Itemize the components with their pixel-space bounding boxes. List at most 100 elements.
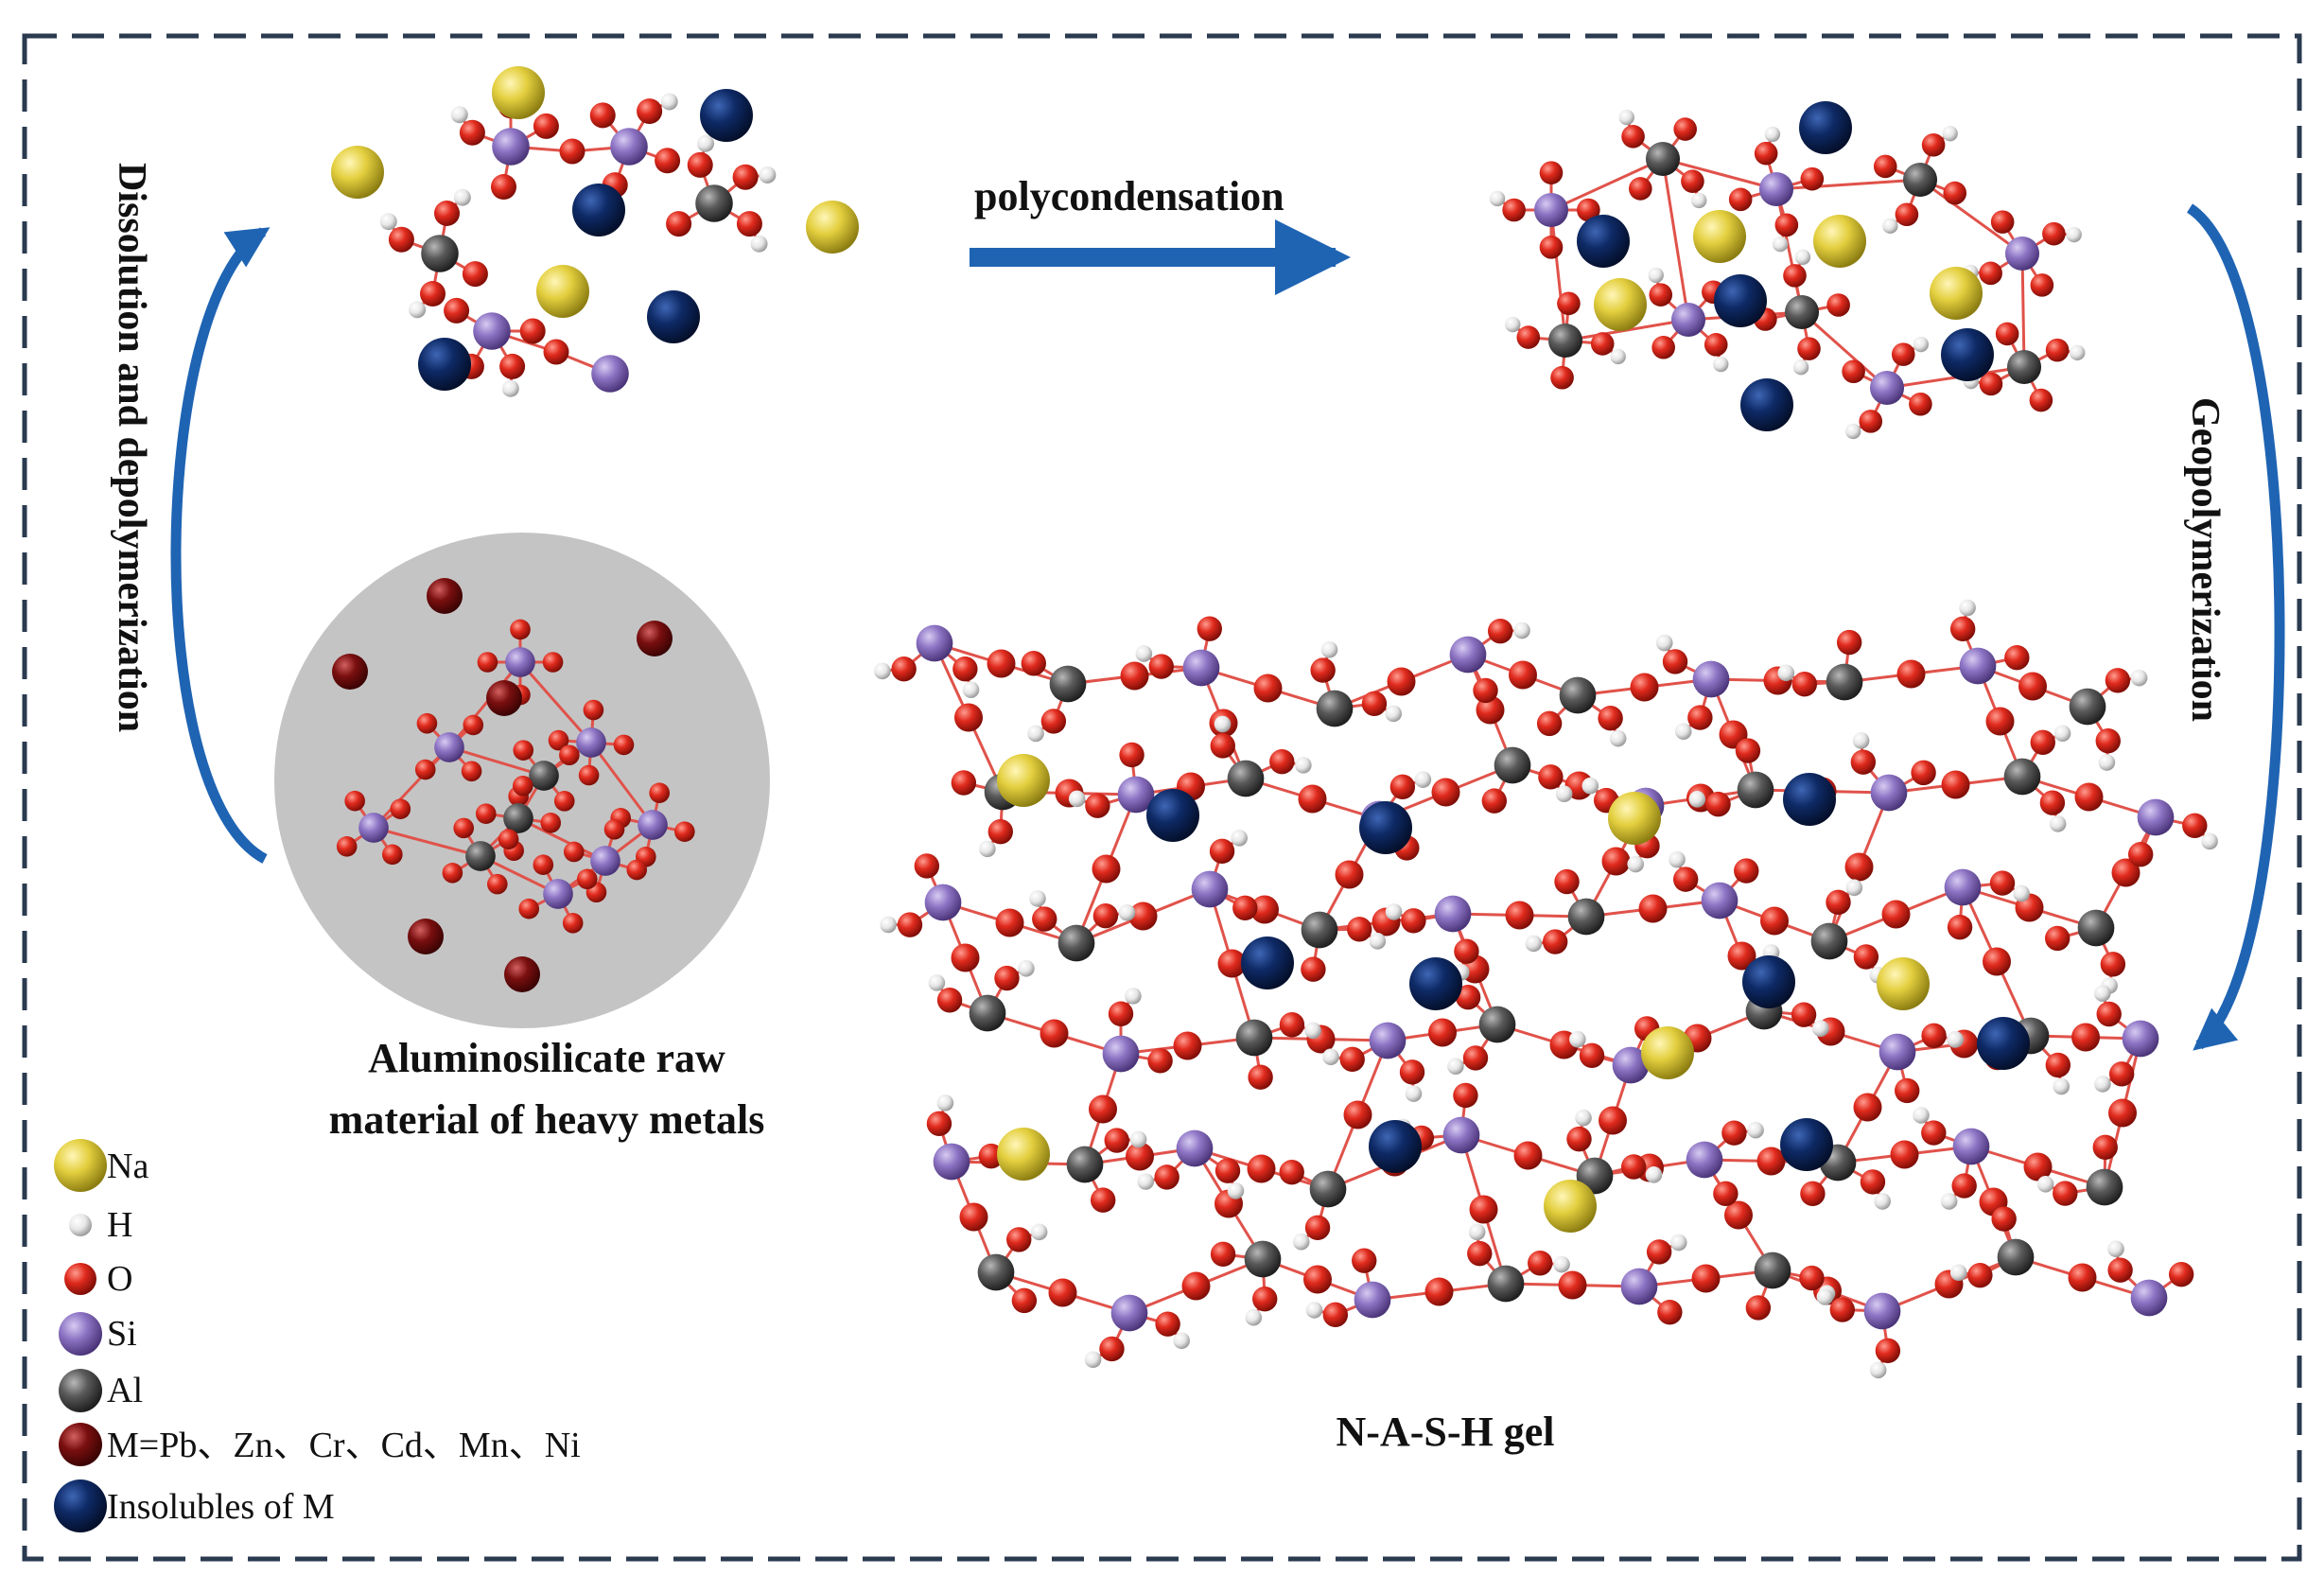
oxygen-atom: [1896, 659, 1926, 689]
aluminum-atom: [1645, 141, 1681, 177]
oxygen-atom: [1298, 784, 1327, 814]
insoluble-metal-atom: [1714, 274, 1767, 327]
insoluble-metal-atom: [647, 290, 700, 343]
hydrogen-atom: [1845, 879, 1863, 897]
oxygen-atom: [1428, 1018, 1457, 1047]
oxygen-atom: [1085, 793, 1110, 818]
hydrogen-atom: [1553, 1255, 1570, 1273]
oxygen-atom: [499, 353, 526, 379]
legend-item-si: Si: [59, 1312, 137, 1356]
oxygen-atom: [732, 164, 759, 190]
oxygen-atom: [1209, 838, 1235, 865]
oxygen-atom: [995, 908, 1024, 937]
oxygen-atom: [1473, 677, 1498, 704]
oxygen-atom: [1921, 1120, 1947, 1146]
hydrogen-atom: [1068, 790, 1086, 808]
oxygen-atom: [1467, 1240, 1493, 1267]
hydrogen-atom: [2066, 226, 2082, 243]
aluminum-atom: [1309, 1170, 1347, 1208]
oxygen-atom: [1476, 695, 1505, 725]
silicon-atom: [1878, 1033, 1916, 1071]
oxygen-atom: [1339, 1046, 1365, 1073]
sodium-atom: [1813, 215, 1866, 268]
insoluble-metal-atom: [572, 184, 625, 236]
oxygen-atom: [1949, 616, 1976, 642]
oxygen-atom: [518, 898, 540, 919]
oxygen-atom: [1469, 1195, 1498, 1224]
oxygen-atom: [2107, 1257, 2133, 1283]
hydrogen-atom: [1688, 791, 1706, 808]
hydrogen-atom: [1292, 1233, 1310, 1251]
aluminum-atom: [1057, 924, 1095, 962]
oxygen-atom: [434, 200, 461, 226]
oxygen-atom: [1911, 760, 1936, 786]
insoluble-metal-atom: [1577, 215, 1630, 268]
oxygen-atom: [1303, 1265, 1332, 1294]
insoluble-metal-atom: [1977, 1017, 2030, 1070]
sodium-atom: [997, 754, 1050, 807]
oxygen-atom: [2053, 1181, 2078, 1206]
oxygen-atom: [1873, 154, 1897, 179]
oxygen-atom: [613, 734, 635, 756]
legend: Na H O Si Al M=Pb、Zn、Cr、Cd、Mn、Ni Insolub…: [54, 1139, 581, 1532]
oxygen-atom: [1389, 774, 1416, 800]
oxygen-atom: [1401, 908, 1426, 934]
oxygen-atom: [1092, 854, 1121, 884]
oxygen-atom: [2042, 221, 2066, 246]
oxygen-atom: [390, 798, 411, 819]
hydrogen-atom: [1777, 664, 1795, 682]
aluminum-atom: [1487, 1265, 1525, 1303]
hydrogen-atom: [1618, 109, 1634, 126]
oxygen-atom: [453, 817, 475, 839]
oxygen-atom: [563, 841, 585, 863]
silicon-atom: [924, 884, 962, 921]
oxygen-atom: [1649, 283, 1673, 306]
oxygen-atom: [2045, 1052, 2071, 1078]
hydrogen-atom: [1792, 359, 1809, 376]
oxygen-atom: [1099, 1336, 1125, 1362]
insoluble-metal-atom: [700, 89, 753, 142]
oxygen-atom: [1089, 1094, 1117, 1124]
silicon-atom: [1758, 171, 1794, 207]
aluminum-atom: [1478, 1006, 1516, 1043]
oxygen-atom: [490, 174, 516, 201]
heavy-metal-atom: [427, 578, 463, 614]
silicon-atom: [590, 846, 620, 876]
oxygen-atom: [1513, 1141, 1543, 1170]
insoluble-metal-atom: [418, 338, 471, 391]
legend-o-swatch: [64, 1263, 96, 1295]
silicon-atom: [1434, 895, 1472, 933]
hydrogen-atom: [1555, 785, 1573, 803]
hydrogen-atom: [979, 840, 996, 858]
oxygen-atom: [994, 965, 1020, 991]
oxygen-atom: [1462, 1045, 1489, 1071]
polycondensation-label: polycondensation: [974, 173, 1284, 219]
silicon-atom: [1686, 1141, 1723, 1179]
silicon-atom: [2122, 1020, 2159, 1058]
insoluble-metal-atom: [1780, 1118, 1833, 1171]
legend-h-label: H: [107, 1205, 132, 1245]
aluminum-atom: [1810, 922, 1848, 960]
hydrogen-atom: [1959, 599, 1976, 617]
bond: [448, 745, 545, 778]
oxygen-atom: [987, 649, 1016, 678]
heavy-metal-atom: [486, 680, 522, 716]
hydrogen-atom: [936, 1094, 954, 1112]
oxygen-atom: [2068, 1263, 2097, 1292]
oxygen-atom: [1638, 894, 1668, 923]
silicon-atom: [933, 1143, 970, 1181]
oxygen-atom: [1791, 1002, 1817, 1027]
sodium-atom: [1641, 1026, 1694, 1079]
hydrogen-atom: [1811, 1020, 1829, 1037]
oxygen-atom: [1881, 900, 1911, 929]
hydrogen-atom: [1845, 423, 1861, 440]
hydrogen-atom: [1245, 1308, 1263, 1326]
hydrogen-atom: [1231, 830, 1248, 847]
aluminum-atom: [2006, 349, 2042, 385]
oxygen-atom: [1154, 1164, 1179, 1190]
oxygen-atom: [1620, 1154, 1647, 1180]
oxygen-atom: [1734, 858, 1759, 884]
silicon-atom: [1110, 1294, 1148, 1332]
oxygen-atom: [1048, 1278, 1077, 1307]
oxygen-atom: [1509, 660, 1537, 690]
